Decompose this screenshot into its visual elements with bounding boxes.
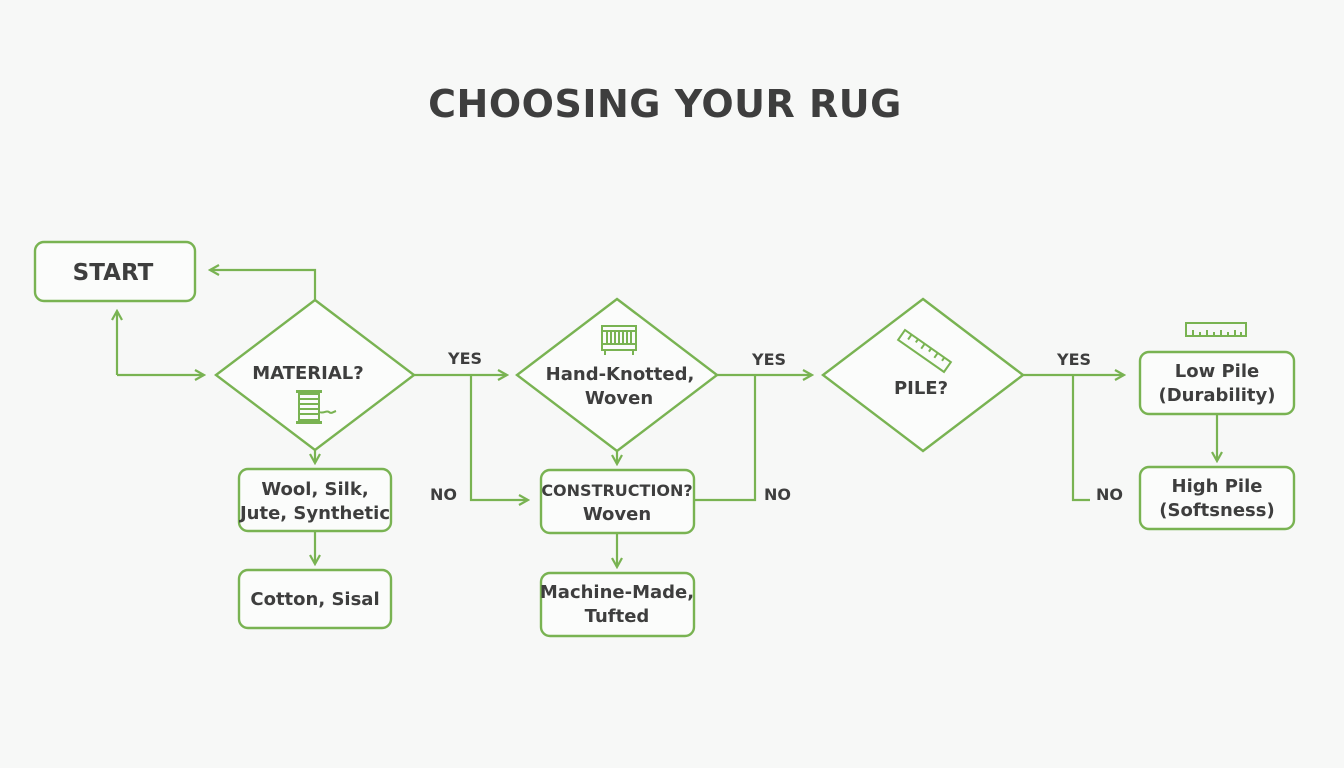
- node-hand-knotted-line-2: Woven: [585, 388, 653, 409]
- edge-label-yes-2: YES: [751, 350, 786, 369]
- node-pile-label: PILE?: [894, 378, 948, 399]
- node-high-pile-line-1: High Pile: [1172, 476, 1263, 497]
- node-start: START: [33, 240, 197, 303]
- edge-label-no-2: NO: [764, 485, 791, 504]
- node-low-pile-line-2: (Durability): [1159, 385, 1276, 406]
- node-construction-line-2: Woven: [583, 504, 651, 525]
- node-pile: PILE?: [821, 297, 1025, 453]
- node-high-pile-line-2: (Softsness): [1159, 500, 1274, 521]
- node-hand-knotted: Hand-Knotted, Woven: [515, 297, 719, 453]
- edge-construction-no: [694, 375, 757, 502]
- thread-spool-icon: [296, 390, 337, 424]
- edge-label-yes-1: YES: [447, 349, 482, 368]
- node-high-pile: High Pile (Softsness): [1138, 465, 1296, 531]
- node-material-label: MATERIAL?: [252, 363, 363, 384]
- edge-label-yes-3: YES: [1056, 350, 1091, 369]
- node-natural-fibers-line-1: Wool, Silk,: [261, 479, 368, 500]
- node-low-pile-line-1: Low Pile: [1175, 361, 1259, 382]
- edge-label-no-1: NO: [430, 485, 457, 504]
- node-natural-fibers-line-2: Jute, Synthetic: [238, 503, 390, 524]
- node-machine-made-line-2: Tufted: [585, 606, 650, 627]
- node-construction-line-1: CONSTRUCTION?: [541, 481, 692, 500]
- ruler-icon: [896, 328, 953, 374]
- node-plant-fibers: Cotton, Sisal: [237, 568, 393, 630]
- edge-material-no: [469, 375, 528, 500]
- node-construction: CONSTRUCTION? Woven: [539, 468, 696, 535]
- node-low-pile: Low Pile (Durability): [1138, 350, 1296, 416]
- node-natural-fibers: Wool, Silk, Jute, Synthetic: [237, 467, 393, 533]
- connectors: [117, 270, 1217, 567]
- node-plant-fibers-line-1: Cotton, Sisal: [250, 589, 379, 610]
- node-machine-made: Machine-Made, Tufted: [539, 571, 696, 638]
- loom-icon: [601, 325, 637, 355]
- diagram-title: CHOOSING YOUR RUG: [428, 82, 902, 126]
- edge-label-no-3: NO: [1096, 485, 1123, 504]
- edge-material-to-start: [210, 270, 317, 300]
- node-material: MATERIAL?: [214, 298, 416, 452]
- node-start-label: START: [73, 260, 154, 286]
- edge-pile-no: [1071, 375, 1090, 502]
- node-machine-made-line-1: Machine-Made,: [540, 582, 694, 603]
- ruler-icon: [1185, 322, 1247, 337]
- node-hand-knotted-line-1: Hand-Knotted,: [546, 364, 695, 385]
